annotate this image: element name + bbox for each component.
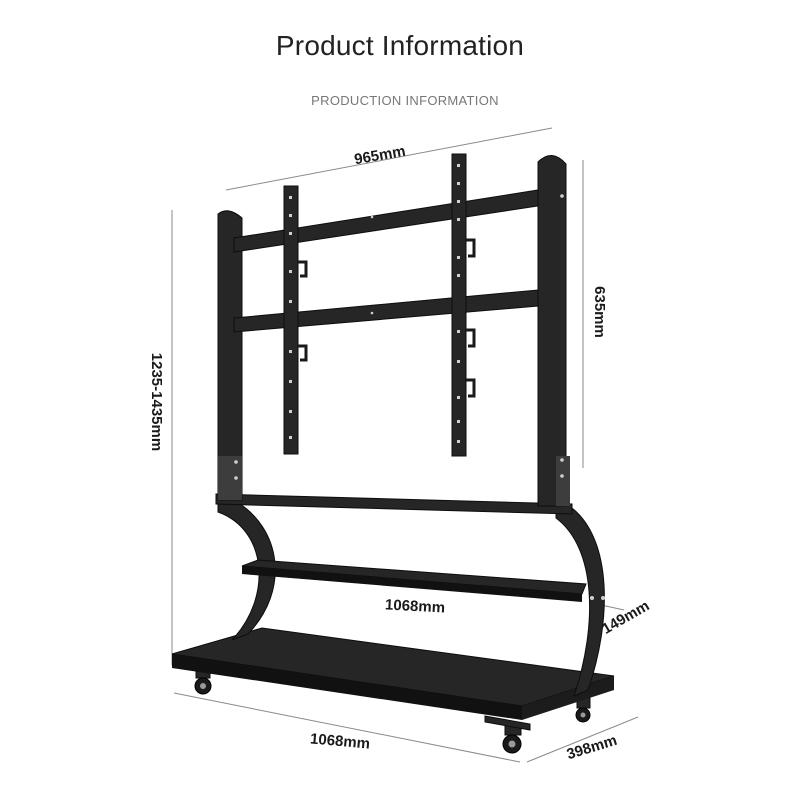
middle-shelf-assembly [241,559,587,602]
frame-height-label: 635mm [591,286,608,338]
page-title: Product Information [275,30,525,61]
middle-shelf-front-edge [242,566,582,602]
base-depth-label: 398mm [565,732,619,763]
screw-icon [370,311,374,315]
lower-cross-beam [215,493,573,515]
shelf-width-label: 1068mm [385,596,446,616]
top-width-line [225,127,553,191]
base-depth-line [526,716,639,763]
rail-hook-icon [466,238,476,258]
right-curve-support [555,505,605,697]
vesa-rails [283,153,476,457]
base-width-label: 1068mm [309,730,370,752]
rail-hook-icon [298,344,308,362]
page-subtitle: PRODUCTION INFORMATION [311,93,499,108]
screw-icon [560,474,564,478]
left-upright [217,210,243,501]
left-vesa-rail [283,185,299,455]
left-curve-support [217,499,276,641]
right-upright [537,155,567,507]
bottom-shelf-side-edge [522,676,614,720]
upper-frame-bar [233,189,539,253]
screw-icon [234,460,238,464]
base-bracket [484,715,531,731]
screw-icon [234,476,238,480]
screw-icon [370,215,374,219]
curved-supports [217,499,605,697]
screw-icon [560,458,564,462]
lower-frame-bar [233,289,539,333]
right-vesa-rail [451,153,467,457]
rail-hook-icon [298,260,308,278]
uprights [217,155,570,507]
screw-icon [560,194,564,198]
left-rail-holes [289,196,292,439]
shelf-gap-label: 149mm [599,597,652,638]
right-rail-holes [457,164,460,443]
total-height-label: 1235-1435mm [148,353,165,451]
rail-hook-icon [466,378,476,398]
left-upright-sleeve [218,456,242,500]
screw-icon [601,596,605,600]
bottom-shelf-front-edge [172,654,522,720]
base-width-line [173,692,521,763]
frame-bars [233,189,539,333]
base-assembly [171,627,615,754]
rail-hook-icon [466,328,476,348]
right-upright-sleeve [556,456,570,506]
screw-icon [590,596,594,600]
top-width-label: 965mm [353,143,407,169]
caster-back-right [575,697,591,723]
